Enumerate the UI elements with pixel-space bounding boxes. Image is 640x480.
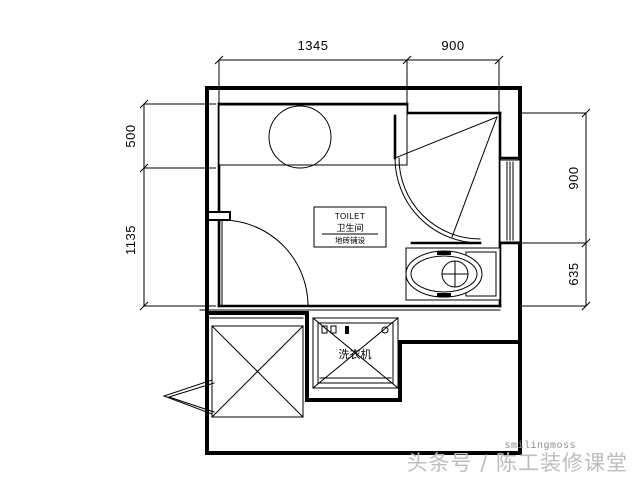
entry-door-group [207,211,309,307]
lower-right-boundary [205,340,522,455]
dimension-top-900: 900 [441,38,464,53]
cabinet-unit-group [162,325,304,418]
corner-shower-group [393,114,498,249]
counter-basin-group [218,104,408,169]
dimension-right-900: 900 [566,166,581,189]
dimension-top-1345: 1345 [298,38,329,53]
room-label-english: TOILET [335,212,365,221]
washing-machine-label: 洗衣机 [339,347,372,361]
washing-machine-group: 洗衣机 [312,317,399,389]
lower-alcove-walls [199,309,522,455]
dimension-right-635: 635 [566,262,581,285]
wash-basin-circle [268,105,332,169]
window-group [498,156,522,245]
room-label-chinese: 卫生间 [336,222,363,234]
dimension-left-500: 500 [123,124,138,147]
toilet-fixture-group [405,247,501,301]
dimension-group-left: 500 1135 [123,99,216,311]
dimension-group-right: 900 635 [520,108,591,311]
dimension-group-top: 1345 900 [214,38,504,115]
room-label-note: 地砖铺设 [335,235,365,245]
dimension-left-1135: 1135 [123,225,138,255]
room-label-box: TOILET 卫生间 地砖铺设 [313,206,387,248]
